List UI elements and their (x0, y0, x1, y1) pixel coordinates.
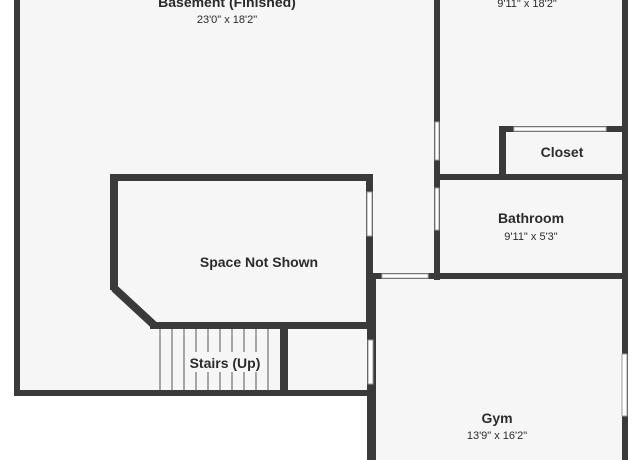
wall-right (622, 0, 628, 460)
door-gym-top (381, 273, 429, 279)
window-space-right (366, 191, 373, 237)
stairs-label-bg (186, 352, 264, 372)
gym-label: Gym (481, 410, 512, 426)
wall-space-diagonal (111, 285, 157, 328)
bathroom-dimensions: 9'11" x 5'3" (504, 231, 557, 243)
wall-bathroom-bottom (367, 273, 628, 279)
window-gym-left (367, 339, 374, 385)
bathroom-label: Bathroom (498, 210, 564, 226)
closet-label: Closet (541, 144, 584, 160)
gym-floor (376, 279, 622, 460)
top-right-room-dimensions: 9'11" x 18'2" (497, 0, 557, 10)
space-not-shown-label: Space Not Shown (200, 254, 318, 270)
basement-dimensions: 23'0" x 18'2" (197, 14, 257, 26)
window-top-right-room (434, 121, 440, 161)
window-bathroom-left (434, 187, 440, 231)
stairs-label: Stairs (Up) (190, 355, 261, 371)
wall-stairs-right (280, 322, 288, 396)
wall-closet-left (499, 126, 506, 178)
wall-space-left (110, 174, 118, 290)
wall-space-right (366, 174, 373, 326)
wall-basement-left (14, 0, 20, 396)
wall-basement-bottom (14, 390, 376, 396)
basement-label: Basement (Finished) (158, 0, 296, 10)
window-gym-right (621, 353, 628, 417)
bathroom-floor (440, 180, 622, 273)
door-closet-top (513, 126, 607, 132)
gym-dimensions: 13'9" x 16'2" (467, 430, 527, 442)
wall-bathroom-top (434, 174, 628, 180)
space-not-shown-floor (118, 181, 367, 322)
wall-space-top (110, 174, 373, 181)
top-right-room-floor (440, 0, 622, 174)
wall-space-bottom (150, 322, 373, 329)
